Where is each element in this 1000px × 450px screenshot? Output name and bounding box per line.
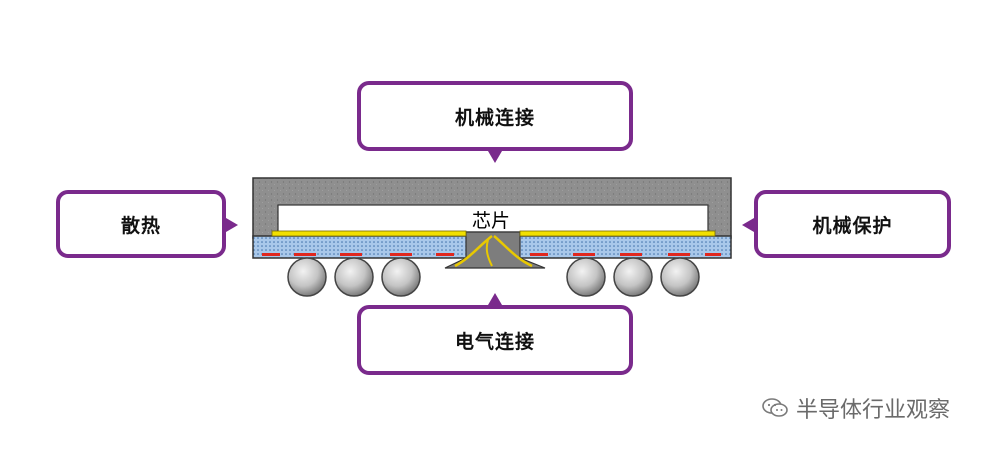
- solder-ball: [660, 257, 700, 297]
- callout-heat-dissipation: 散热: [56, 190, 226, 258]
- solder-balls: [287, 257, 700, 297]
- bond-wire: [485, 239, 493, 267]
- callout-mechanical-protection: 机械保护: [754, 190, 951, 258]
- callout-right-pointer: [742, 218, 754, 232]
- bond-wire: [493, 235, 533, 268]
- callout-heat-dissipation-label: 散热: [120, 214, 161, 237]
- solder-ball: [566, 257, 606, 297]
- bond-wire: [454, 235, 493, 268]
- solder-ball: [287, 257, 327, 297]
- callout-mechanical-connection: 机械连接: [357, 81, 633, 151]
- watermark-text: 半导体行业观察: [796, 398, 951, 423]
- callout-bottom-pointer: [488, 293, 502, 305]
- callout-electrical-connection: 电气连接: [357, 305, 633, 375]
- callout-mechanical-connection-label: 机械连接: [454, 106, 535, 129]
- wechat-icon: [762, 397, 788, 419]
- die-attach-left: [271, 230, 467, 237]
- callout-top-pointer: [488, 151, 502, 163]
- solder-ball: [334, 257, 374, 297]
- callout-mechanical-protection-label: 机械保护: [812, 214, 893, 237]
- chip-die: [277, 204, 709, 233]
- solder-ball: [381, 257, 421, 297]
- callout-left-pointer: [226, 218, 238, 232]
- bond-pads: [262, 253, 721, 256]
- die-attach-right: [519, 230, 716, 237]
- watermark: 半导体行业观察: [762, 392, 950, 424]
- chip-label: 芯片: [472, 210, 511, 232]
- solder-ball: [613, 257, 653, 297]
- callout-electrical-connection-label: 电气连接: [454, 330, 535, 353]
